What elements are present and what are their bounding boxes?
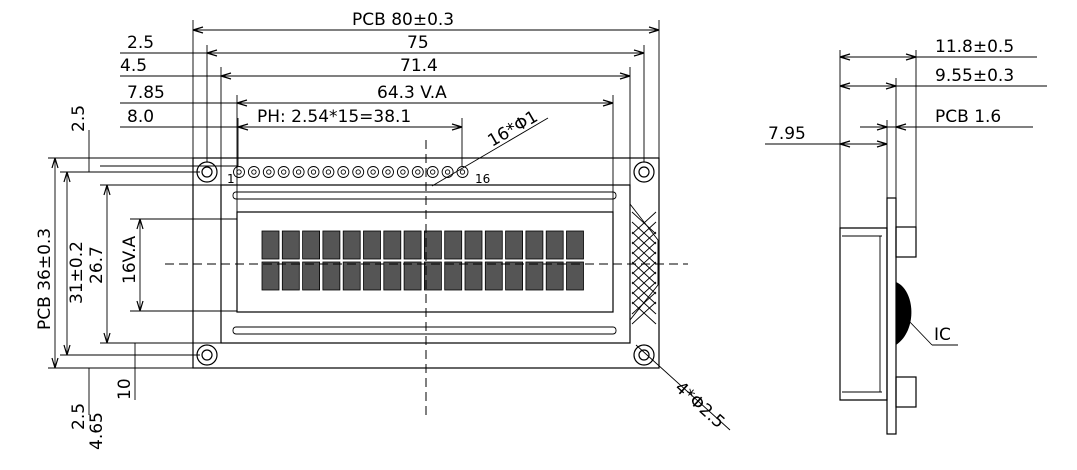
dim-hole-pitch: 75	[407, 33, 429, 53]
char-cell	[505, 261, 524, 291]
callout-mount-holes: 4*Φ2.5	[671, 378, 729, 433]
pin-pad	[247, 166, 260, 178]
dim-glass-offset: 7.95	[768, 124, 806, 144]
backlight-led	[629, 202, 659, 322]
pin-pad	[292, 166, 305, 178]
side-pcb	[886, 197, 897, 435]
side-view: IC 11.8±0.5 9.55±0.3 PCB 1.6 7.95	[765, 37, 1047, 435]
char-cell	[505, 230, 524, 260]
mount-hole-callout: 4*Φ2.5	[635, 344, 731, 433]
frame-top-slot	[232, 191, 617, 200]
viewing-area	[236, 211, 614, 313]
top-dimensions: PCB 80±0.3 75 71.4 64.3 V.A PH: 2.54*15=…	[120, 10, 660, 212]
character-matrix	[261, 230, 584, 291]
pin-pad	[367, 166, 380, 178]
led-hatch	[631, 211, 657, 325]
char-cell	[423, 261, 442, 291]
dim-pin-to-bottom: 10	[115, 378, 135, 400]
char-cell	[423, 230, 442, 260]
char-cell	[403, 230, 422, 260]
dim-pin-offset: 8.0	[127, 107, 154, 127]
char-cell	[261, 230, 280, 260]
dim-va-offset: 7.85	[127, 83, 165, 103]
char-cell	[444, 230, 463, 260]
front-view: 1 16	[165, 140, 688, 420]
char-cell	[363, 261, 381, 291]
dim-frame-width: 71.4	[400, 56, 438, 76]
char-cell	[525, 261, 544, 291]
char-cell	[545, 230, 564, 260]
dim-bottom-offset: 4.65	[87, 412, 107, 450]
char-cell	[383, 230, 402, 260]
char-cell	[566, 230, 584, 260]
char-cell	[342, 230, 361, 260]
pin-pad	[382, 166, 394, 178]
dim-view-area-width: 64.3 V.A	[377, 83, 447, 103]
pin-pad	[441, 166, 454, 178]
char-cell	[464, 230, 483, 260]
char-cell	[403, 261, 422, 291]
dim-top-margin: 2.5	[69, 105, 89, 132]
char-cell	[281, 261, 300, 291]
char-cell	[566, 261, 584, 291]
pin-pad	[262, 166, 275, 178]
dim-frame-height: 26.7	[87, 246, 107, 284]
pin-1-label: 1	[227, 172, 235, 186]
char-cell	[444, 261, 463, 291]
char-cell	[281, 230, 300, 260]
pin-pad	[426, 166, 439, 178]
char-cell	[302, 230, 321, 260]
char-cell	[261, 261, 280, 291]
label-ic: IC	[934, 325, 951, 345]
pin-16-label: 16	[475, 172, 490, 186]
dim-frame-offset: 4.5	[120, 56, 147, 76]
char-cell	[484, 261, 503, 291]
dim-pcb-thickness: PCB 1.6	[935, 107, 1001, 127]
char-cell	[342, 261, 361, 291]
pin-header	[233, 166, 469, 178]
dim-pin-header: PH: 2.54*15=38.1	[257, 107, 411, 127]
callout-pin-holes: 16*Φ1	[485, 107, 542, 151]
dim-total-thickness: 11.8±0.5	[935, 37, 1014, 57]
left-offset-dimensions: 2.5 4.5 7.85 8.0	[120, 33, 165, 127]
char-cell	[302, 261, 321, 291]
pin-pad	[233, 166, 245, 178]
char-cell	[484, 230, 503, 260]
dim-hole-offset: 2.5	[127, 33, 154, 53]
dim-view-area-height: 16V.A	[120, 236, 140, 284]
pin-pad	[307, 166, 320, 178]
pin-pad	[411, 166, 424, 178]
char-cell	[322, 230, 341, 260]
pin-pad	[456, 166, 469, 178]
char-cell	[383, 261, 402, 291]
pin-pad	[277, 166, 290, 178]
dim-pcb-height: PCB 36±0.3	[35, 228, 55, 330]
pin-pad	[337, 166, 350, 178]
dim-module-thickness: 9.55±0.3	[935, 66, 1014, 86]
dim-hole-pitch-v: 31±0.2	[67, 241, 87, 304]
vertical-dimensions: 2.5 PCB 36±0.3 31±0.2 26.7 16V.A 2.5 4.6…	[35, 105, 238, 450]
pin-pad	[396, 166, 409, 178]
side-ic	[896, 282, 912, 345]
side-lcd-body	[839, 227, 888, 401]
char-cell	[464, 261, 483, 291]
dim-pcb-width: PCB 80±0.3	[352, 10, 454, 30]
char-cell	[545, 261, 564, 291]
dim-bottom-margin: 2.5	[69, 403, 89, 430]
char-cell	[322, 261, 341, 291]
pin-pad	[322, 166, 335, 178]
char-cell	[363, 230, 381, 260]
pin-pad	[352, 166, 365, 178]
frame-bottom-slot	[232, 326, 617, 335]
char-cell	[525, 230, 544, 260]
